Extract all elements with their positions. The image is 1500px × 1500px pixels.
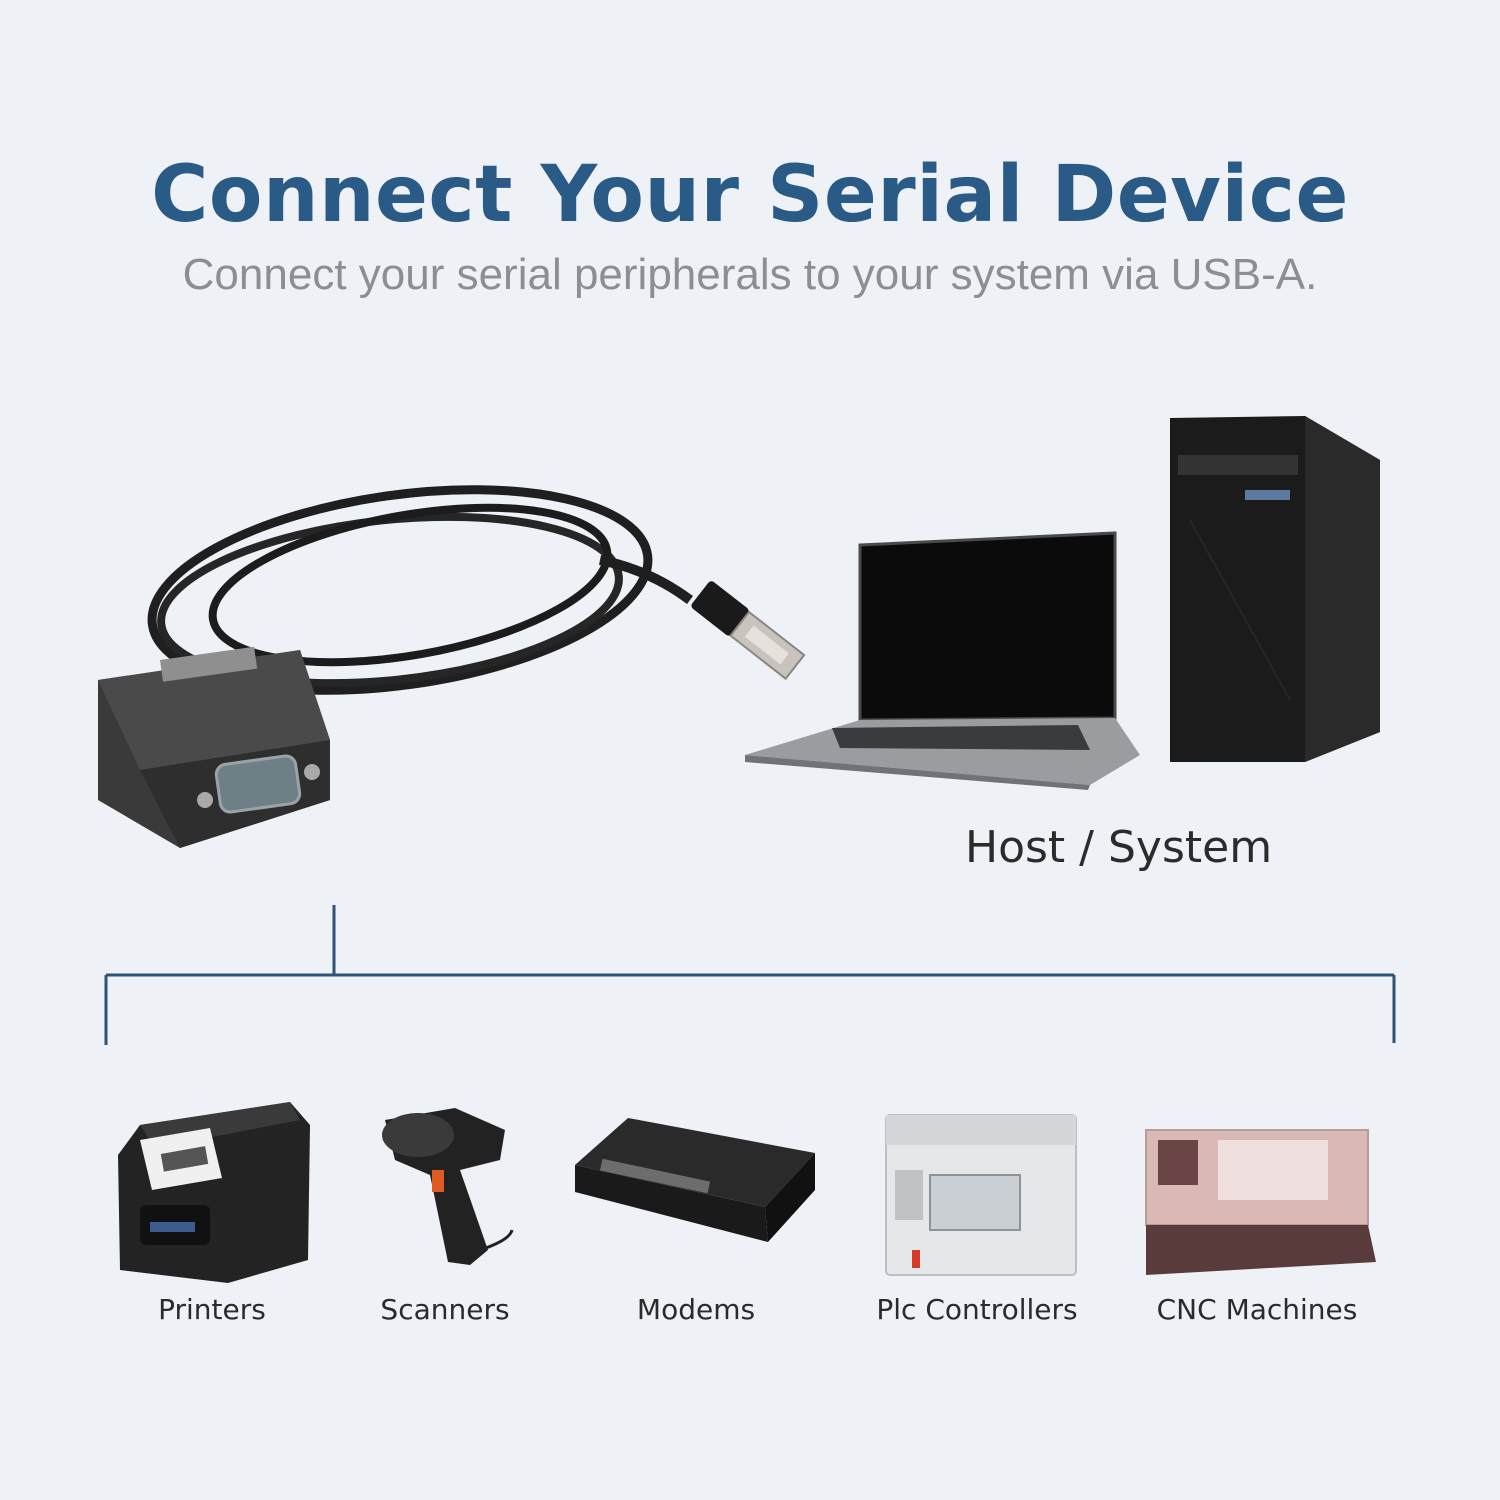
desktop-tower-icon [1170, 416, 1380, 762]
modem-icon [575, 1118, 815, 1242]
device-label-scanners: Scanners [380, 1293, 510, 1326]
receipt-printer-icon [118, 1102, 310, 1283]
cnc-machine-icon [1145, 1129, 1376, 1275]
connection-bracket [104, 905, 1396, 1045]
usb-serial-adapter-icon [98, 485, 806, 848]
device-label-plc-controllers: Plc Controllers [876, 1293, 1078, 1326]
host-system-label: Host / System [965, 822, 1273, 873]
device-label-cnc-machines: CNC Machines [1156, 1293, 1358, 1326]
device-label-printers: Printers [158, 1293, 266, 1326]
plc-controller-icon [885, 1114, 1077, 1276]
laptop-icon [745, 531, 1140, 790]
page-title: Connect Your Serial Device [151, 150, 1349, 240]
page-subtitle: Connect your serial peripherals to your … [182, 250, 1318, 299]
device-label-modems: Modems [636, 1293, 756, 1326]
barcode-scanner-icon [382, 1108, 514, 1265]
